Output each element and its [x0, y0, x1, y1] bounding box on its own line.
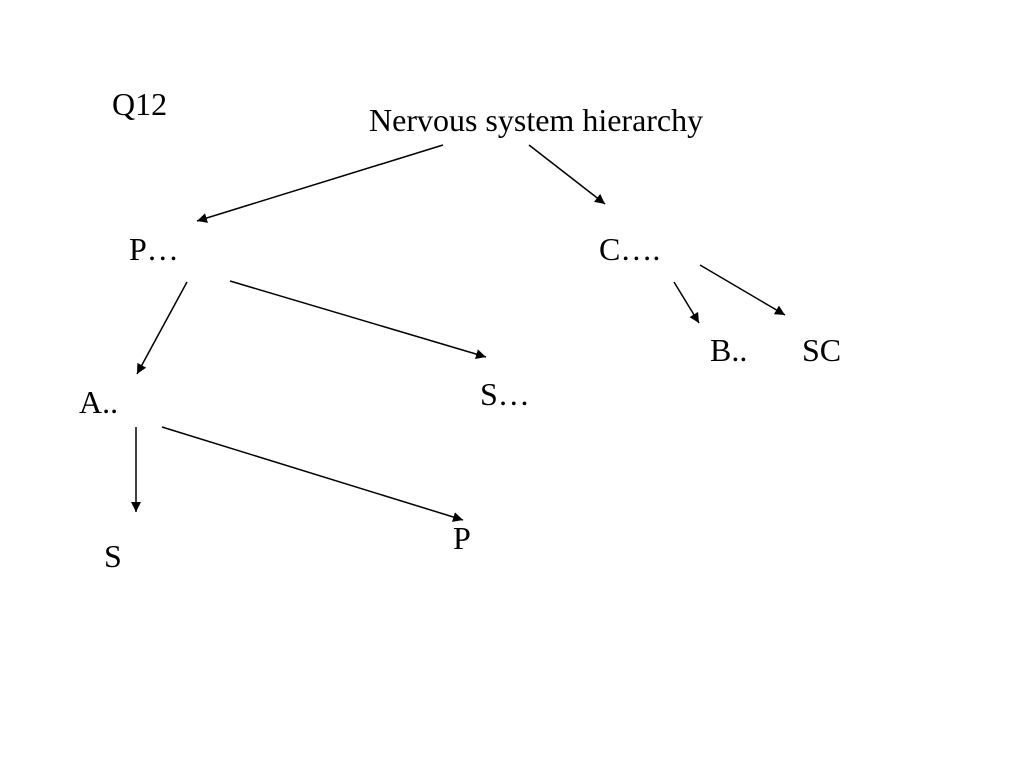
node-central: C…. — [599, 231, 661, 267]
node-brain: B.. — [710, 332, 748, 368]
arrow-root-to-peripheral — [196, 144, 444, 223]
node-nervous-system-hierarchy: Nervous system hierarchy — [369, 102, 704, 138]
arrow-peripheral-to-somatic — [229, 280, 487, 359]
arrow-central-to-spinal-cord — [699, 264, 786, 316]
node-somatic: S… — [480, 376, 530, 412]
node-autonomic: A.. — [79, 384, 119, 420]
node-peripheral: P… — [129, 231, 179, 267]
question-label: Q12 — [112, 86, 168, 122]
arrow-root-to-central — [528, 144, 606, 205]
node-spinal-cord: SC — [802, 332, 842, 368]
arrow-central-to-brain — [673, 281, 700, 324]
arrow-peripheral-to-autonomic — [136, 281, 188, 375]
arrow-autonomic-to-parasympathetic — [161, 426, 464, 522]
node-parasympathetic: P — [453, 520, 471, 556]
node-sympathetic: S — [104, 538, 122, 574]
